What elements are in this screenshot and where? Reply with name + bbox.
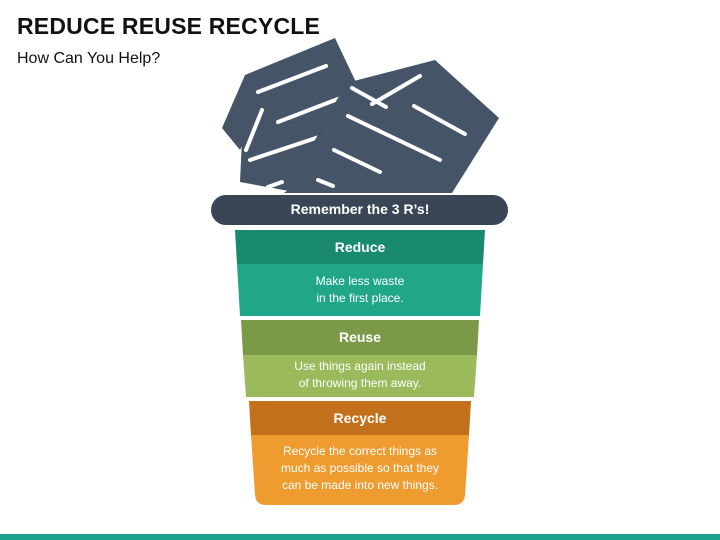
reuse-description: Use things again instead of throwing the… — [0, 358, 720, 392]
recycle-description: Recycle the correct things as much as po… — [0, 443, 720, 494]
reduce-heading: Reduce — [334, 239, 386, 255]
reuse-line: Use things again instead — [294, 359, 426, 373]
recycle-line: can be made into new things. — [281, 478, 439, 492]
reduce-line: in the first place. — [316, 291, 404, 305]
recycle-line: Recycle the correct things as — [282, 444, 438, 458]
reuse-line: of throwing them away. — [298, 376, 422, 390]
reduce-description: Make less waste in the first place. — [0, 273, 720, 307]
recycle-body-band — [251, 435, 469, 505]
recycle-line: much as possible so that they — [280, 461, 440, 475]
reduce-header-band — [235, 230, 485, 264]
recycle-heading: Recycle — [333, 410, 387, 426]
reduce-line: Make less waste — [315, 274, 405, 288]
recycle-header-band — [249, 401, 471, 435]
crumpled-paper-icon — [222, 38, 499, 193]
banner-shape — [209, 193, 510, 227]
footer-bar — [0, 534, 720, 540]
banner-label: Remember the 3 R’s! — [290, 201, 430, 217]
page-title: REDUCE REUSE RECYCLE — [17, 13, 321, 39]
reuse-body-band — [243, 355, 477, 397]
reuse-heading: Reuse — [338, 329, 382, 345]
reuse-header-band — [241, 320, 479, 355]
page-subtitle: How Can You Help? — [17, 50, 161, 67]
reduce-body-band — [237, 264, 483, 316]
